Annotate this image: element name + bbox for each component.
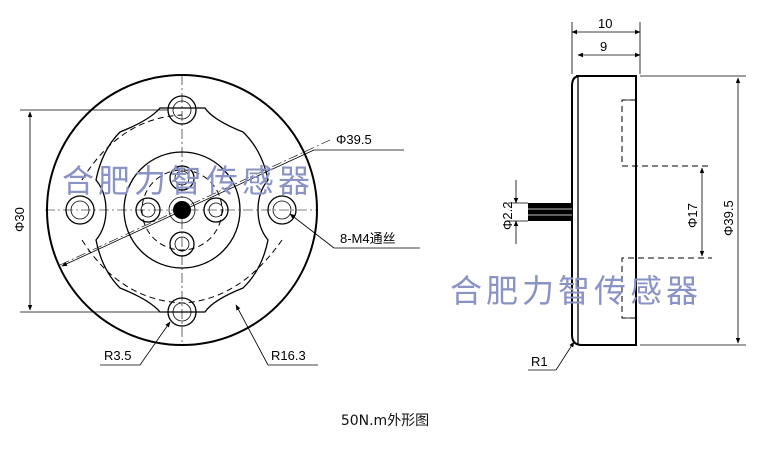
side-body-outline <box>571 75 637 346</box>
dim-hub-label: Φ17 <box>685 203 700 228</box>
watermark-front: 合肥力智传感器 <box>62 162 314 200</box>
dim-thread-note-label: 8-M4通丝 <box>340 231 396 246</box>
cable <box>528 203 572 221</box>
front-view: Φ30 Φ39.5 8-M4通丝 R3.5 R16.3 <box>12 74 420 366</box>
dim-cable-label: Φ2.2 <box>500 202 515 230</box>
dim-edge-radius-label: R1 <box>531 354 548 369</box>
dim-outer-label: Φ39.5 <box>721 200 736 236</box>
side-hub-dashed <box>621 99 712 167</box>
dim-radius-large-label: R16.3 <box>271 348 306 363</box>
centerline-diagonal <box>59 139 331 266</box>
drawing-caption: 50N.m外形图 <box>341 413 429 429</box>
dim-total-width-label: 10 <box>598 16 612 31</box>
watermark-side: 合肥力智传感器 <box>450 272 702 310</box>
side-view: 10 9 Φ2.2 Φ17 Φ39.5 R1 <box>500 16 746 371</box>
dim-bolt-circle-label: Φ30 <box>12 207 27 232</box>
dim-body-width-label: 9 <box>600 39 607 54</box>
dim-radius-small-label: R3.5 <box>104 348 131 363</box>
dim-outer-diameter-label: Φ39.5 <box>336 132 372 147</box>
r16-dashed-arc-top <box>81 114 183 181</box>
